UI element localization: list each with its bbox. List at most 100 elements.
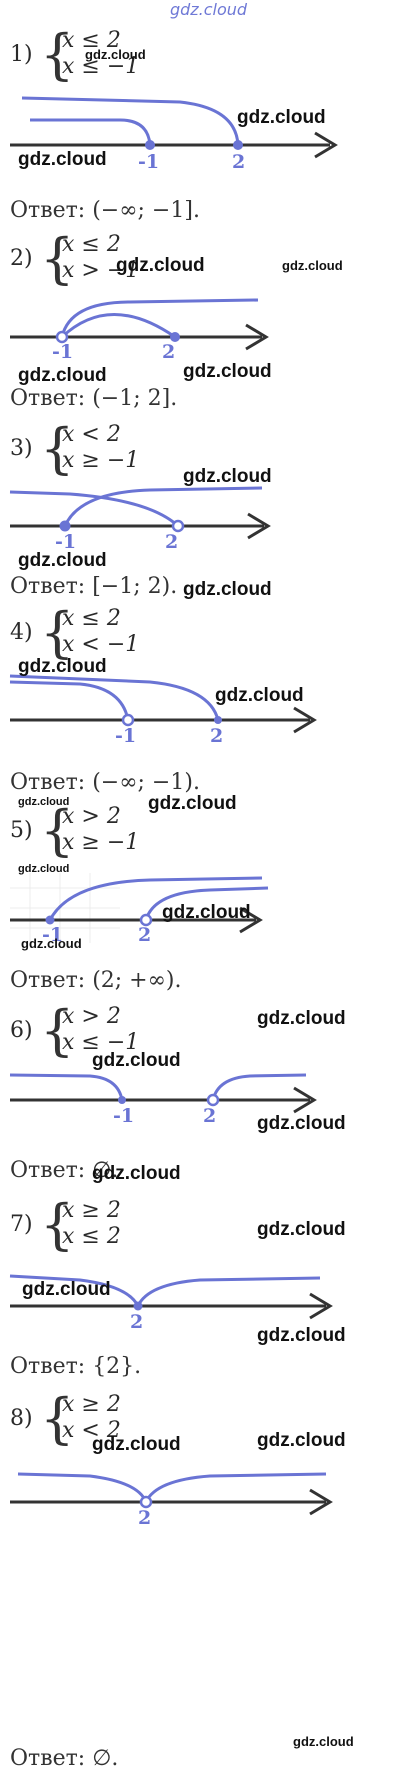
- point-open: [139, 913, 153, 927]
- shade-x-ge-2: [136, 1276, 321, 1307]
- watermark: gdz.cloud: [21, 936, 82, 951]
- watermark: gdz.cloud: [85, 47, 146, 62]
- inequality-1: x ≤ 2: [62, 232, 121, 257]
- answer-6: Ответ: ∅.: [10, 1158, 119, 1183]
- brace: {: [40, 999, 75, 1062]
- point-open: [121, 713, 135, 727]
- problem-number: 8): [10, 1406, 33, 1431]
- point-label: -1: [115, 725, 136, 747]
- watermark: gdz.cloud: [22, 1279, 111, 1300]
- answer-7: Ответ: {2}.: [10, 1354, 142, 1379]
- watermark: gdz.cloud: [183, 361, 272, 382]
- point-closed: [59, 520, 71, 532]
- watermark: gdz.cloud: [92, 1050, 181, 1071]
- problem-number: 6): [10, 1018, 33, 1043]
- point-open: [171, 519, 185, 533]
- number-line-1: -1 2: [10, 96, 338, 173]
- watermark: gdz.cloud: [92, 1163, 181, 1184]
- brace: {: [40, 1387, 75, 1450]
- inequality-2: x < −1: [62, 632, 140, 657]
- point-label: 2: [165, 531, 178, 553]
- shade-x-ge-minus1: [63, 486, 263, 527]
- grid-background: [10, 873, 120, 943]
- problem-number: 1): [10, 42, 33, 67]
- inequality-1: x ≥ 2: [62, 1198, 121, 1223]
- watermark: gdz.cloud: [257, 1113, 346, 1134]
- shade-x-lt-2: [17, 1472, 148, 1503]
- point-label: -1: [55, 531, 76, 553]
- point-label: -1: [42, 924, 63, 946]
- shade-x-le-2: [9, 1274, 140, 1307]
- brace: {: [40, 227, 75, 290]
- brace: {: [40, 417, 75, 480]
- watermark: gdz.cloud: [183, 466, 272, 487]
- inequality-1: x ≤ 2: [62, 606, 121, 631]
- watermark: gdz.cloud: [18, 863, 70, 875]
- point-closed: [145, 140, 155, 150]
- point-label: 2: [162, 341, 175, 363]
- arrowhead: [247, 512, 271, 540]
- number-line-8: 2: [10, 1472, 333, 1529]
- number-line-3: -1 2: [9, 486, 271, 553]
- inequality-2: x > −1: [62, 258, 140, 283]
- watermark: gdz.cloud: [183, 579, 272, 600]
- answer-2: Ответ: (−1; 2].: [10, 386, 178, 411]
- number-line-4: -1 2: [9, 674, 317, 747]
- problem-number: 7): [10, 1212, 33, 1237]
- watermark: gdz.cloud: [293, 1734, 354, 1749]
- shade-x-le-minus1: [9, 1073, 124, 1101]
- inequality-2: x ≥ −1: [62, 830, 140, 855]
- watermark: gdz.cloud: [282, 258, 343, 273]
- shade-x-ge-2: [144, 1472, 327, 1503]
- watermark: gdz.cloud: [237, 107, 326, 128]
- point-closed: [45, 915, 55, 925]
- answer-4: Ответ: (−∞; −1).: [10, 770, 200, 795]
- point-label: -1: [138, 151, 159, 173]
- arrowhead: [309, 1488, 333, 1516]
- site-title: gdz.cloud: [169, 0, 248, 19]
- watermark: gdz.cloud: [18, 796, 70, 808]
- number-line-5: -1 2: [10, 873, 269, 946]
- watermark: gdz.cloud: [18, 656, 107, 677]
- problem-number: 2): [10, 246, 33, 271]
- shade-x-lt-2: [9, 490, 180, 528]
- brace: {: [40, 23, 75, 86]
- arrowhead: [293, 706, 317, 734]
- shade-x-le-minus1: [30, 118, 152, 146]
- inequality-1: x > 2: [62, 1004, 121, 1029]
- point-label: -1: [52, 341, 73, 363]
- shade-x-lt-minus1: [9, 680, 130, 721]
- problem-number: 5): [10, 818, 33, 843]
- arrowhead: [293, 1086, 317, 1114]
- shade-x-gt-2: [144, 886, 269, 921]
- number-line-2: -1 2: [10, 298, 269, 363]
- answer-5: Ответ: (2; +∞).: [10, 968, 182, 993]
- watermark: gdz.cloud: [18, 365, 107, 386]
- number-line-6: -1 2: [9, 1073, 317, 1127]
- shade-interval: [60, 313, 176, 339]
- point-label: 2: [138, 1507, 151, 1529]
- shade-x-ge-minus1: [48, 876, 263, 921]
- point-closed: [214, 716, 222, 724]
- point-open: [139, 1495, 153, 1509]
- shade-x-le-2: [21, 96, 240, 146]
- inequality-2: x ≤ −1: [62, 1030, 140, 1055]
- watermark: gdz.cloud: [92, 1434, 181, 1455]
- point-closed: [233, 140, 243, 150]
- arrowhead: [245, 323, 269, 351]
- problem-number: 3): [10, 436, 33, 461]
- inequality-2: x ≥ −1: [62, 448, 140, 473]
- answer-3: Ответ: [−1; 2).: [10, 574, 178, 599]
- point-label: 2: [203, 1105, 216, 1127]
- watermark: gdz.cloud: [215, 685, 304, 706]
- arrowhead: [309, 1292, 333, 1320]
- inequality-1: x ≤ 2: [62, 28, 121, 53]
- watermark: gdz.cloud: [257, 1219, 346, 1240]
- watermark: gdz.cloud: [148, 793, 237, 814]
- point-label: 2: [138, 924, 151, 946]
- point-label: 2: [210, 725, 223, 747]
- inequality-2: x ≤ −1: [62, 54, 140, 79]
- point-open: [206, 1093, 220, 1107]
- inequality-1: x > 2: [62, 804, 121, 829]
